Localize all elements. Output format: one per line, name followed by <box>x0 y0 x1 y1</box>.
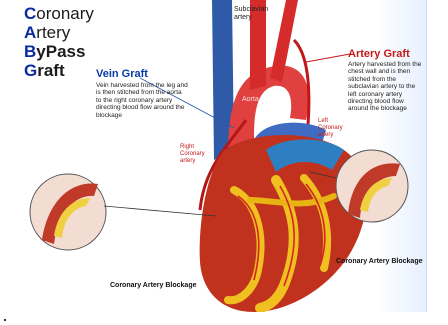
artery-graft-heading: Artery Graft <box>348 48 410 60</box>
blockage-inset-right <box>336 150 408 222</box>
diagram-frame: Coronary Artery ByPass Graft Subclavian … <box>14 0 427 312</box>
stray-dot <box>4 319 6 321</box>
blockage-caption-right: Coronary Artery Blockage <box>336 258 423 265</box>
vein-graft-heading: Vein Graft <box>96 68 148 80</box>
title-line-4: Graft <box>24 61 94 80</box>
blockage-caption-left: Coronary Artery Blockage <box>110 282 197 289</box>
vein-graft-text: Vein harvested from the leg and is then … <box>96 82 188 119</box>
label-subclavian: Subclavian artery <box>234 6 268 22</box>
label-aorta: Aorta <box>242 96 259 104</box>
label-right-coronary: Right Coronary artery <box>180 144 210 165</box>
title-line-2: Artery <box>24 23 94 42</box>
title-line-1: Coronary <box>24 4 94 23</box>
label-left-coronary: Left Coronary artery <box>318 118 348 139</box>
page-title: Coronary Artery ByPass Graft <box>24 4 94 80</box>
artery-graft-leader <box>306 54 350 62</box>
artery-graft-text: Artery harvested from the chest wall and… <box>348 61 424 113</box>
title-line-3: ByPass <box>24 42 94 61</box>
blockage-inset-left <box>30 174 106 250</box>
